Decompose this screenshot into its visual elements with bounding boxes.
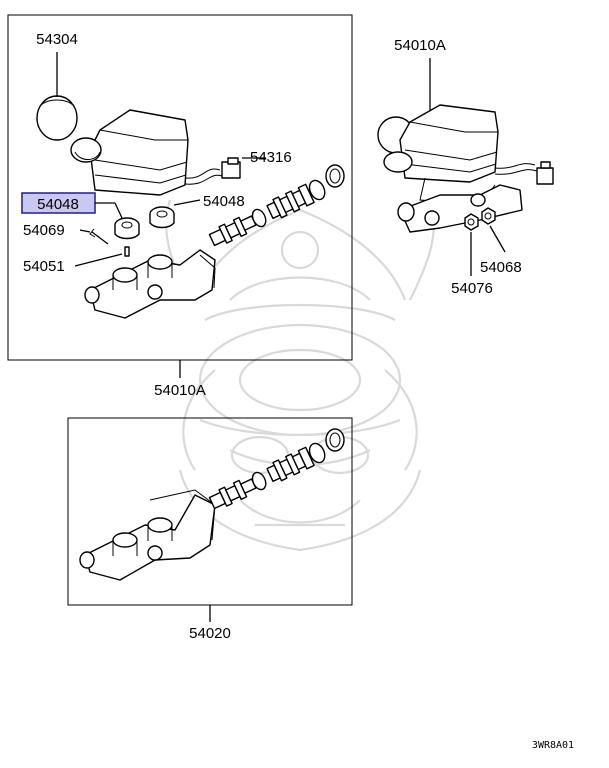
nut-54068 (481, 207, 496, 225)
fluid-level-sensor-connector-54316 (184, 157, 241, 185)
master-cylinder-body-top (84, 249, 216, 319)
label-54076: 54076 (451, 280, 493, 297)
piston-assembly-top (208, 164, 345, 247)
label-54304: 54304 (36, 31, 78, 48)
screw-54069 (89, 228, 109, 245)
samurai-helmet-watermark-icon (164, 199, 436, 552)
grommet-left (114, 217, 140, 240)
pin-54051 (124, 246, 130, 257)
grommet-right (149, 206, 175, 229)
master-cylinder-body-bottom (79, 489, 216, 581)
label-assembly-54020: 54020 (189, 625, 231, 642)
diagram-code: 3WR8A01 (532, 740, 574, 751)
label-54051: 54051 (23, 258, 65, 275)
label-54010a-right: 54010A (394, 37, 446, 54)
label-54069: 54069 (23, 222, 65, 239)
reservoir-cap-54304 (36, 95, 78, 141)
piston-assembly-bottom (208, 428, 345, 510)
master-cylinder-assembly-right (377, 104, 554, 233)
label-assembly-54010a: 54010A (154, 382, 206, 399)
label-54048-highlight[interactable]: 54048 (37, 196, 79, 213)
label-54068: 54068 (480, 259, 522, 276)
brake-fluid-reservoir (70, 109, 189, 196)
label-54048: 54048 (203, 193, 245, 210)
nut-54076 (464, 213, 479, 231)
label-54316: 54316 (250, 149, 292, 166)
